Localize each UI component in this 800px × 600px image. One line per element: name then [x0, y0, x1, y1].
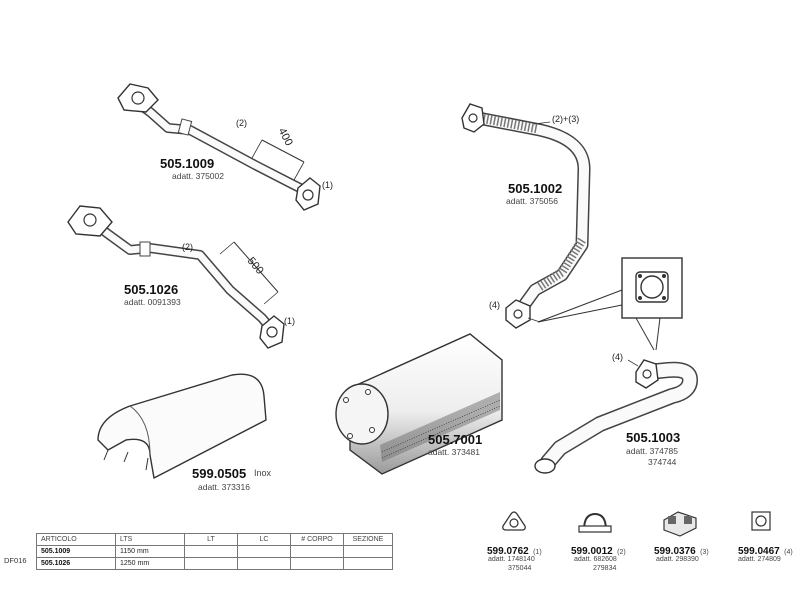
- table-cell: [237, 545, 291, 558]
- pipe-505-1003: [534, 359, 698, 474]
- part-sub-505-1002: adatt. 375056: [506, 196, 558, 206]
- accessory-code: 599.0762: [487, 546, 529, 557]
- table-header: LC: [237, 533, 291, 546]
- table-cell: 1250 mm: [115, 557, 185, 570]
- part-code-505-1003: 505.1003: [626, 430, 681, 445]
- part-sub-505-1026: adatt. 0091393: [124, 297, 181, 307]
- accessory-code: 599.0467: [738, 546, 780, 557]
- table-cell: 505.1026: [36, 557, 116, 570]
- accessory-code: 599.0376: [654, 546, 696, 557]
- accessory-callout: (2): [617, 549, 626, 556]
- part-sub-505-1003: adatt. 374785: [626, 446, 678, 456]
- accessory-599-0012: 599.0012 (2): [571, 541, 626, 559]
- pipe-505-1009: [117, 83, 321, 211]
- table-cell: [184, 557, 238, 570]
- accessory-sub: adatt. 298390: [656, 556, 699, 563]
- table-cell: [343, 545, 393, 558]
- table-cell: [290, 545, 344, 558]
- table-cell: [237, 557, 291, 570]
- table-cell: [184, 545, 238, 558]
- part-code-599-0505: 599.0505: [192, 466, 247, 481]
- triangle-gasket-icon: [502, 511, 526, 531]
- part-sub2-505-1003: 374744: [648, 457, 677, 467]
- accessory-599-0467: 599.0467 (4): [738, 541, 793, 559]
- diagram-reference-tag: DF016: [4, 556, 27, 565]
- flange-icon: [259, 315, 285, 349]
- part-code-505-1009: 505.1009: [160, 156, 215, 171]
- table-cell: 1150 mm: [115, 545, 185, 558]
- callout-label: (2): [182, 242, 193, 252]
- table-cell: 505.1009: [36, 545, 116, 558]
- muffler-505-7001: [335, 333, 503, 475]
- accessory-599-0762: 599.0762 (1): [487, 541, 542, 559]
- table-header: LT: [184, 533, 238, 546]
- table-cell: [343, 557, 393, 570]
- part-sub-599-0505: adatt. 373316: [198, 482, 250, 492]
- part-sub-505-1009: adatt. 375002: [172, 171, 224, 181]
- accessory-sub: adatt. 1748140: [488, 556, 535, 563]
- flange-icon: [67, 205, 113, 237]
- accessory-599-0376: 599.0376 (3): [654, 541, 709, 559]
- table-header-row: ARTICOLO LTS LT LC # CORPO SEZIONE: [36, 533, 393, 546]
- table-cell: [290, 557, 344, 570]
- table-header: SEZIONE: [343, 533, 393, 546]
- pipe-505-1026: [67, 205, 285, 349]
- accessory-sub: adatt. 682608: [574, 556, 617, 563]
- bracket-icon: [663, 511, 697, 537]
- flange-icon: [295, 177, 321, 211]
- part-code-505-1002: 505.1002: [508, 181, 563, 196]
- accessory-sub: adatt. 274809: [738, 556, 781, 563]
- accessory-sub: 375044: [508, 565, 532, 572]
- flange-icon: [505, 299, 531, 329]
- table-header: ARTICOLO: [36, 533, 116, 546]
- callout-label: (4): [612, 352, 623, 362]
- part-sub-505-7001: adatt. 373481: [428, 447, 480, 457]
- spec-table: ARTICOLO LTS LT LC # CORPO SEZIONE 505.1…: [36, 533, 393, 570]
- part-code-505-7001: 505.7001: [428, 432, 483, 447]
- callout-label: (2): [236, 118, 247, 128]
- accessory-sub: 279834: [593, 565, 617, 572]
- flange-icon: [461, 103, 485, 133]
- table-row: 505.1026 1250 mm: [36, 557, 393, 570]
- part-material-599-0505: Inox: [254, 468, 272, 478]
- table-header: # CORPO: [290, 533, 344, 546]
- pipe-505-1002: [461, 103, 591, 329]
- square-gasket-icon: [751, 511, 771, 531]
- heat-shield-599-0505: [97, 373, 267, 479]
- callout-label: (4): [489, 300, 500, 310]
- accessory-callout: (4): [784, 549, 793, 556]
- table-row: 505.1009 1150 mm: [36, 545, 393, 558]
- table-header: LTS: [115, 533, 185, 546]
- accessory-code: 599.0012: [571, 546, 613, 557]
- callout-label: (1): [284, 316, 295, 326]
- flange-icon: [635, 359, 659, 389]
- callout-label: (1): [322, 180, 333, 190]
- accessory-callout: (3): [700, 549, 709, 556]
- gasket-detail-inset: [537, 257, 683, 351]
- accessory-callout: (1): [533, 549, 542, 556]
- part-code-505-1026: 505.1026: [124, 282, 179, 297]
- flange-icon: [117, 83, 159, 113]
- clamp-icon: [578, 512, 612, 533]
- callout-label: (2)+(3): [552, 114, 580, 124]
